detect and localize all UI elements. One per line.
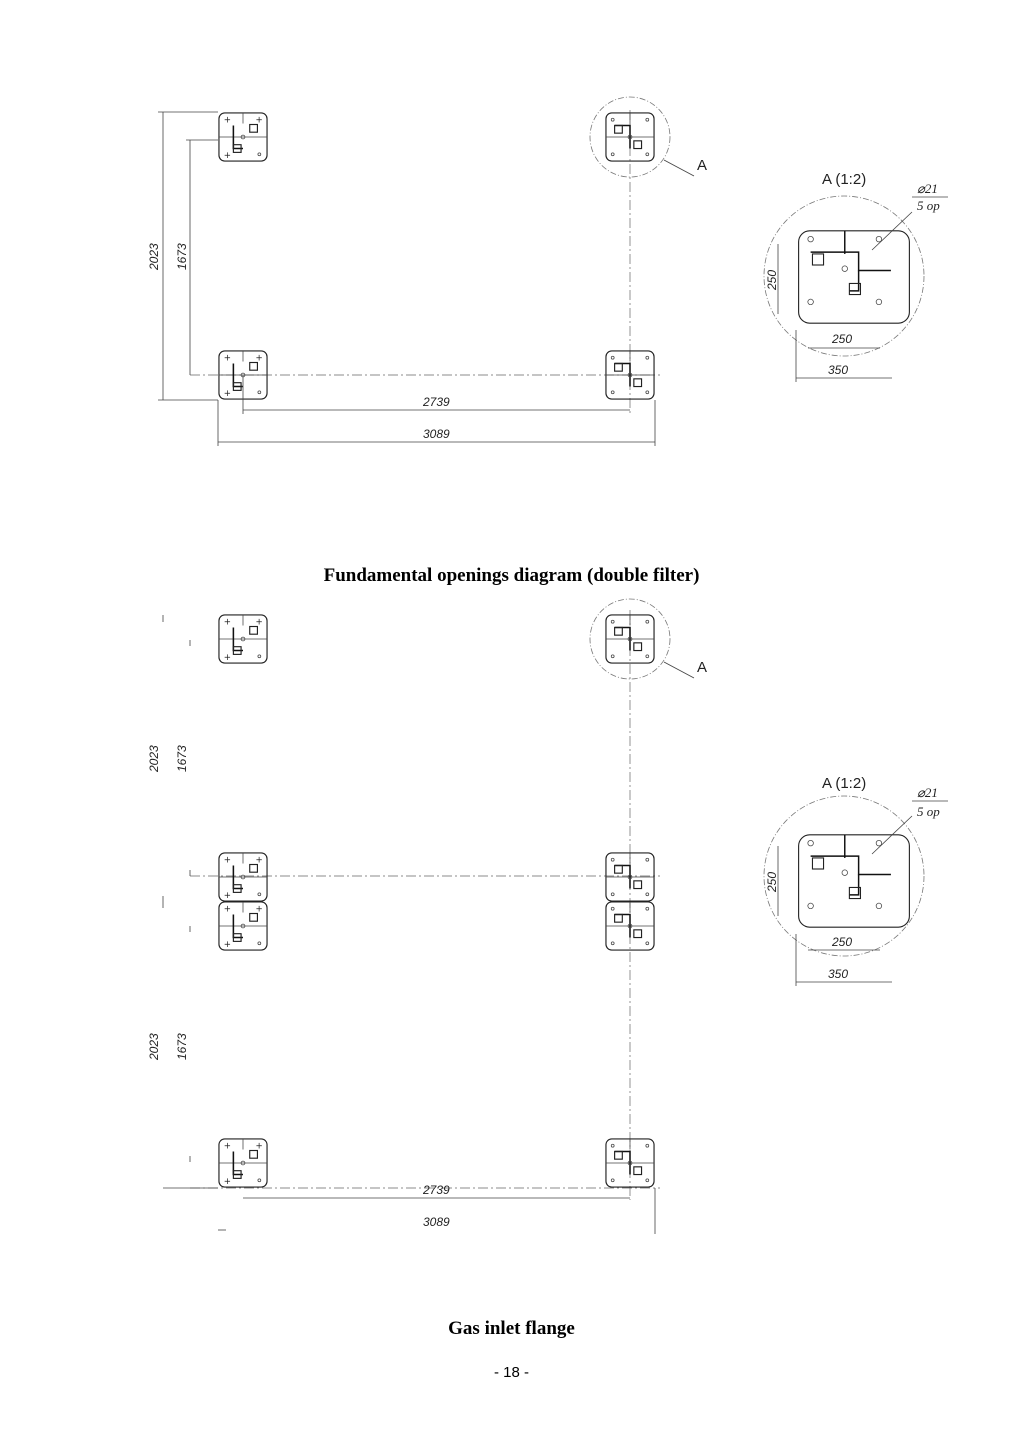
detail-ref-label: A bbox=[697, 659, 707, 676]
hole-diameter: ⌀21 bbox=[917, 785, 938, 800]
detail-dim-outer: 350 bbox=[828, 363, 848, 377]
detail-pad bbox=[797, 230, 911, 324]
caption-gas-inlet-flange: Gas inlet flange bbox=[448, 1318, 575, 1339]
caption-fundamental-openings: Fundamental openings diagram (double fil… bbox=[323, 565, 700, 586]
dim-1673-lower: 1673 bbox=[175, 1033, 189, 1060]
detail-dim-outer: 350 bbox=[828, 967, 848, 981]
detail-dim-width: 250 bbox=[831, 935, 852, 949]
detail-title: A (1:2) bbox=[822, 775, 866, 792]
foundation-pad bbox=[218, 112, 268, 162]
foundation-pad bbox=[218, 614, 268, 664]
dim-1673-upper: 1673 bbox=[175, 745, 189, 772]
dim-2023-lower: 2023 bbox=[147, 1033, 161, 1061]
hole-count: 5 op bbox=[917, 198, 940, 213]
bottom-foundation-plan: A 2023 1673 2023 1673 2739 3089 bbox=[147, 598, 707, 1234]
foundation-pad bbox=[218, 901, 268, 951]
detail-title: A (1:2) bbox=[822, 171, 866, 188]
detail-dim-height: 250 bbox=[765, 872, 779, 893]
dim-1673: 1673 bbox=[175, 243, 189, 270]
dim-2739: 2739 bbox=[422, 395, 450, 409]
detail-dim-width: 250 bbox=[831, 332, 852, 346]
hole-count: 5 op bbox=[917, 804, 940, 819]
hole-diameter: ⌀21 bbox=[917, 181, 938, 196]
foundation-pad bbox=[605, 350, 655, 400]
detail-dim-height: 250 bbox=[765, 270, 779, 291]
dim-3089: 3089 bbox=[423, 427, 450, 441]
top-detail-view: A (1:2) ⌀21 5 op 250 250 350 bbox=[763, 171, 948, 382]
dim-2023-upper: 2023 bbox=[147, 745, 161, 773]
top-foundation-plan: A 2023 1673 2739 3089 bbox=[147, 96, 707, 446]
detail-ref-label: A bbox=[697, 157, 707, 174]
foundation-pad bbox=[218, 1138, 268, 1188]
detail-pad bbox=[797, 834, 911, 928]
dim-3089: 3089 bbox=[423, 1215, 450, 1229]
page-number: - 18 - bbox=[493, 1364, 529, 1381]
foundation-pad bbox=[605, 1138, 655, 1188]
dim-2739: 2739 bbox=[422, 1183, 450, 1197]
dim-2023: 2023 bbox=[147, 243, 161, 271]
foundation-pad bbox=[218, 852, 268, 902]
bottom-detail-view: A (1:2) ⌀21 5 op 250 250 350 bbox=[763, 775, 948, 986]
